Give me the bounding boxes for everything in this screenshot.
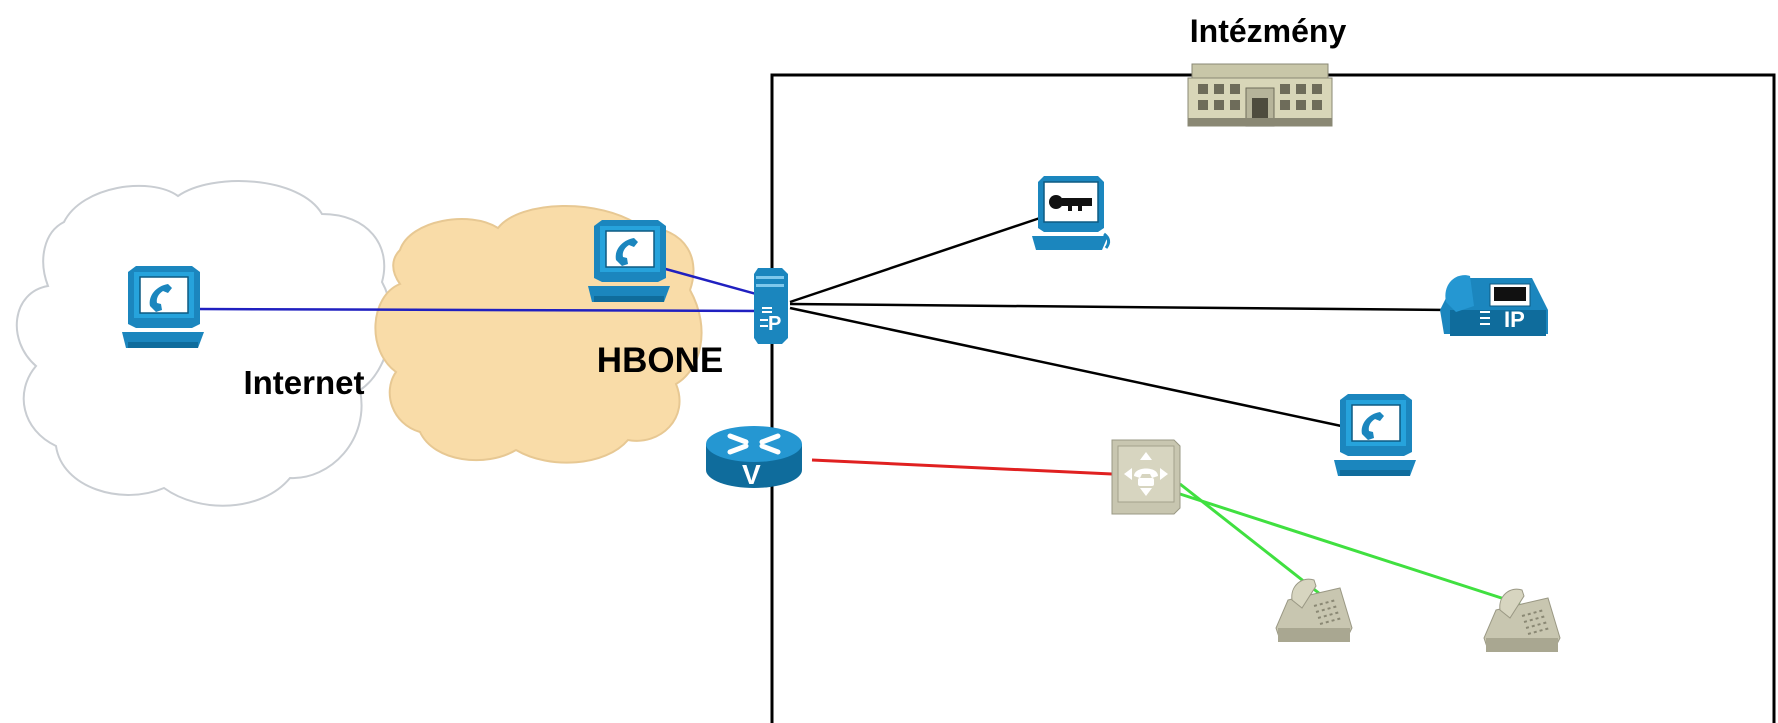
ip-gateway-icon xyxy=(753,267,789,345)
pbx-icon xyxy=(1111,439,1181,515)
hbone-label: HBONE xyxy=(597,341,723,380)
institution-boundary xyxy=(770,73,1776,723)
link-internet-phone-gateway xyxy=(195,307,779,313)
link-gateway-keyws xyxy=(789,216,1041,304)
internet-cloud xyxy=(15,180,393,507)
hbone-ip-phone-icon xyxy=(587,219,671,303)
ip-phone-icon xyxy=(1439,274,1549,337)
voice-router-icon xyxy=(706,426,802,490)
link-gateway-lanphone xyxy=(789,306,1347,429)
link-gateway-ipphone xyxy=(789,302,1451,312)
institution-label: Intézmény xyxy=(1190,13,1347,49)
institution-building-icon xyxy=(1187,63,1333,127)
analog-phone-2-icon xyxy=(1483,588,1561,653)
internet-ip-phone-icon xyxy=(121,265,205,349)
link-router-pbx xyxy=(811,458,1113,476)
lan-ip-phone-icon xyxy=(1333,393,1417,477)
analog-phone-1-icon xyxy=(1275,578,1353,643)
security-workstation-icon xyxy=(1030,174,1111,252)
internet-label: Internet xyxy=(243,364,364,401)
link-pbx-analog2 xyxy=(1179,492,1521,606)
